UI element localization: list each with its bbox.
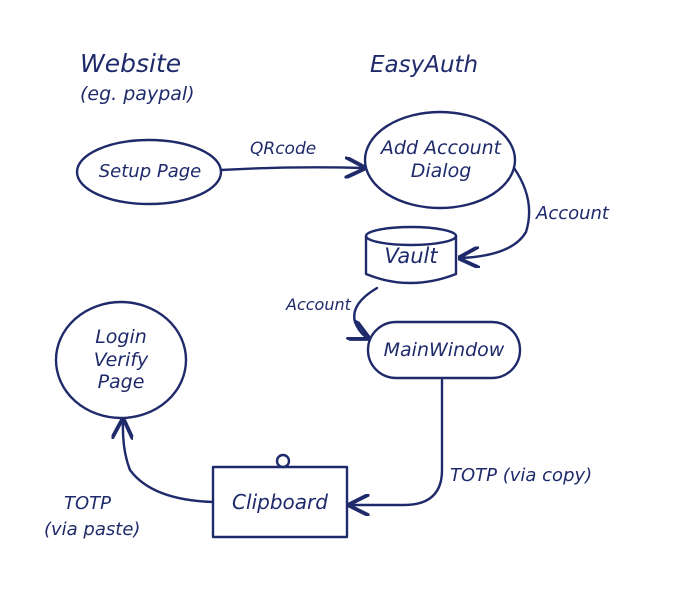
main-window-label: MainWindow (383, 338, 505, 361)
edge-label-qrcode: QRcode (250, 139, 317, 159)
edge-qrcode (219, 167, 364, 170)
edge-label-account-to-vault: Account (536, 203, 609, 224)
edge-totp-paste (123, 420, 215, 504)
clipboard-label: Clipboard (232, 490, 328, 514)
website-sub-header: (eg. paypal) (80, 83, 195, 105)
add-account-dialog-label-line2: Dialog (410, 160, 472, 182)
setup-page-label: Setup Page (98, 161, 202, 183)
edge-label-totp-copy: TOTP (via copy) (450, 465, 593, 486)
edge-account-to-vault (460, 166, 531, 258)
main-window-node-shape (366, 320, 522, 380)
edge-account-to-main (354, 286, 379, 338)
edge-totp-copy (350, 378, 444, 505)
vault-node-shape (364, 225, 458, 285)
setup-page-node-shape (75, 138, 223, 206)
website-header: Website (80, 49, 182, 78)
edge-label-totp-paste-line2: (via paste) (44, 519, 141, 540)
login-verify-page-label: Login Verify Page (60, 312, 182, 408)
vault-label: Vault (384, 244, 438, 269)
login-verify-label-line2: Verify (93, 348, 149, 371)
easyauth-header: EasyAuth (370, 52, 479, 78)
edge-label-totp-paste-line1: TOTP (64, 493, 112, 514)
login-verify-label-line3: Page (97, 371, 145, 394)
add-account-dialog-label: Add Account Dialog (368, 122, 514, 198)
edge-label-account-to-main: Account (286, 295, 351, 314)
login-verify-label-line1: Login (95, 325, 147, 348)
add-account-dialog-label-line1: Add Account (380, 137, 502, 160)
